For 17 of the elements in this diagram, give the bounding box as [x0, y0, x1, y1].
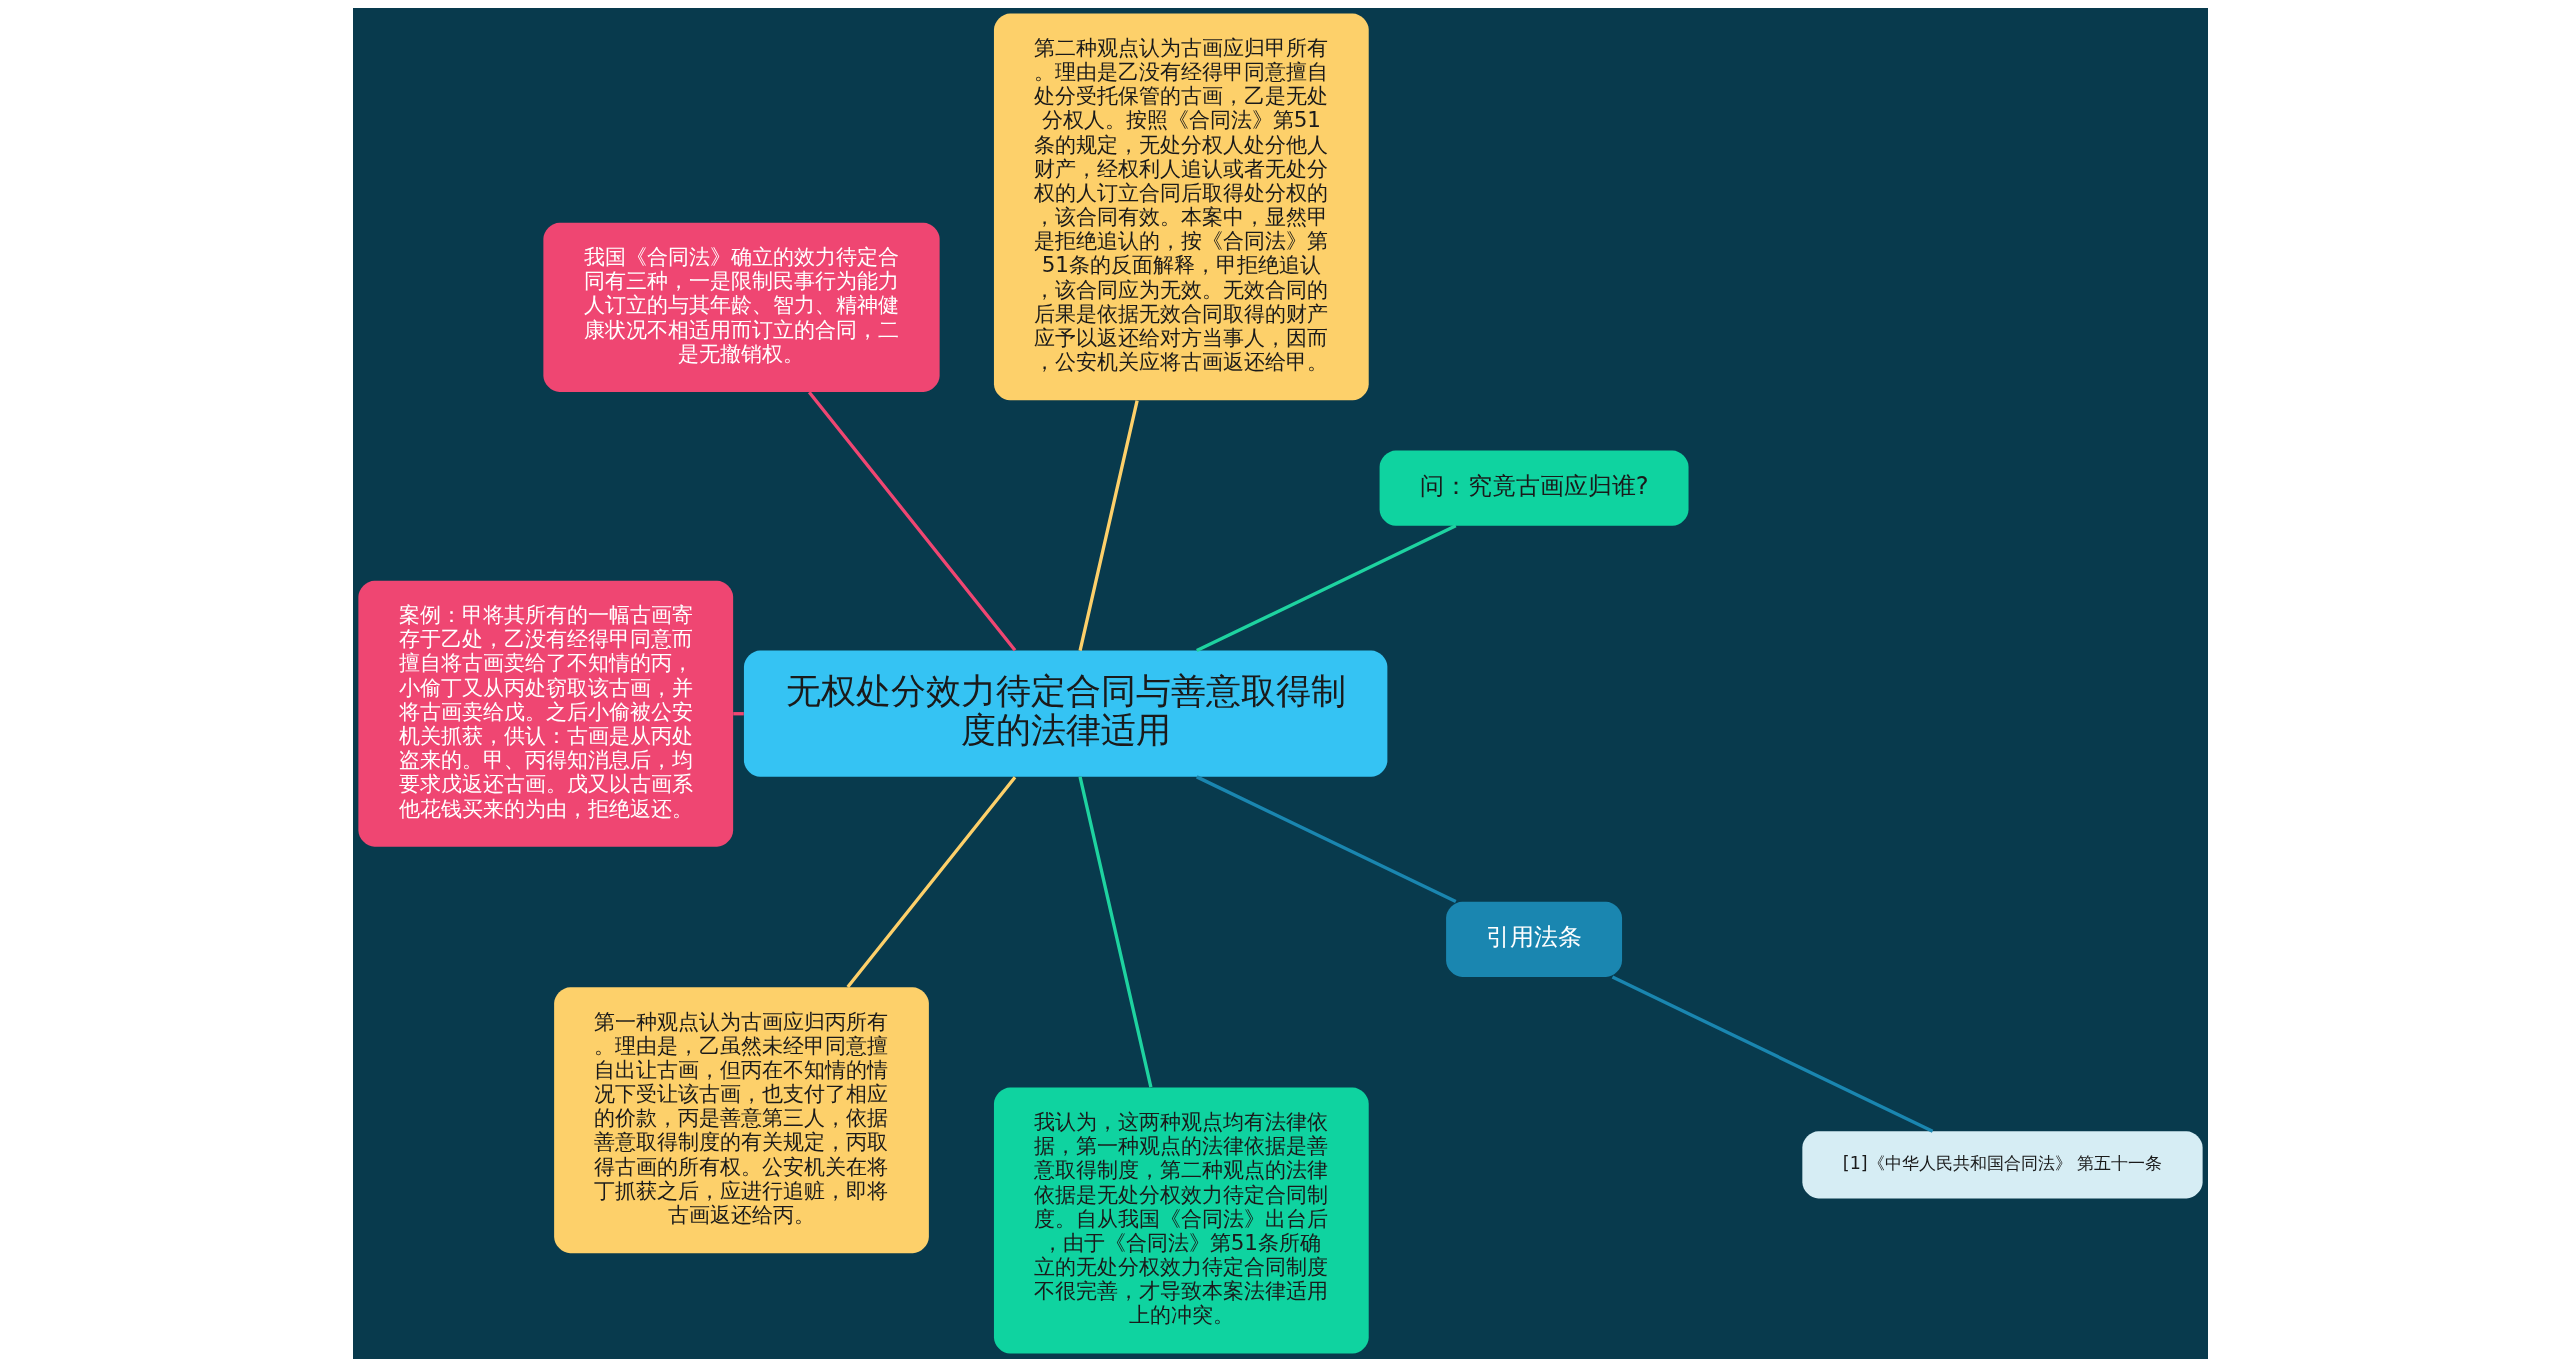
connector [1077, 776, 1152, 1088]
node-box: 引用法条 [1445, 901, 1622, 977]
node-box: 我认为，这两种观点均有法律依据，第一种观点的法律依据是善意取得制度，第二种观点的法律依据是无处分权效力待定合同制度。自从我国《合同法》出台后，由于《合同法》第51条所确立的无处分权效力待定合同制度不很完善，才导致本案法律适用上的冲突。 [993, 1087, 1369, 1354]
connector [1611, 975, 1933, 1133]
connector [845, 776, 1016, 988]
node-box: 我国《合同法》确立的效力待定合同有三种，一是限制民事行为能力人订立的与其年龄、智力、精神健康状况不相适用而订立的合同，二是无撤销权。 [542, 222, 940, 392]
node-box: 案例：甲将其所有的一幅古画寄存于乙处，乙没有经得甲同意而擅自将古画卖给了不知情的丙，小偷丁又从丙处窃取该古画，并将古画卖给戊。之后小偷被公安机关抓获，供认：古画是从丙处盗来的。甲、丙得知消息后，均要求戊返还古画。戊又以古画系他花钱买来的为由，拒绝返还。 [357, 580, 733, 847]
node-box: [1]《中华人民共和国合同法》 第五十一条 [1801, 1131, 2203, 1199]
connector [732, 712, 744, 716]
connector [1077, 400, 1139, 651]
node-box: 第二种观点认为古画应归甲所有。理由是乙没有经得甲同意擅自处分受托保管的古画，乙是无处分权人。按照《合同法》第51条的规定，无处分权人处分他人财产，经权利人追认或者无处分权的人订立合同后取得处分权的，该合同有效。本案中，显然甲是拒绝追认的，按《合同法》第51条的反面解释，甲拒绝追认，该合同应为无效。无效合同的后果是依据无效合同取得的财产应予以返还给对方当事人，因而，公安机关应将古画返还给甲。 [993, 13, 1369, 401]
connector [1195, 775, 1457, 904]
node-box: 无权处分效力待定合同与善意取得制度的法律适用 [743, 650, 1387, 777]
connector [1195, 524, 1457, 653]
node-box: 第一种观点认为古画应归丙所有。理由是，乙虽然未经甲同意擅自出让古画，但丙在不知情的情况下受让该古画，也支付了相应的价款，丙是善意第三人，依据善意取得制度的有关规定，丙取得古画的所有权。公安机关在将丁抓获之后，应进行追赃，即将古画返还给丙。 [553, 987, 929, 1254]
node-box: 问：究竟古画应归谁? [1379, 450, 1689, 526]
connector [807, 391, 1016, 652]
